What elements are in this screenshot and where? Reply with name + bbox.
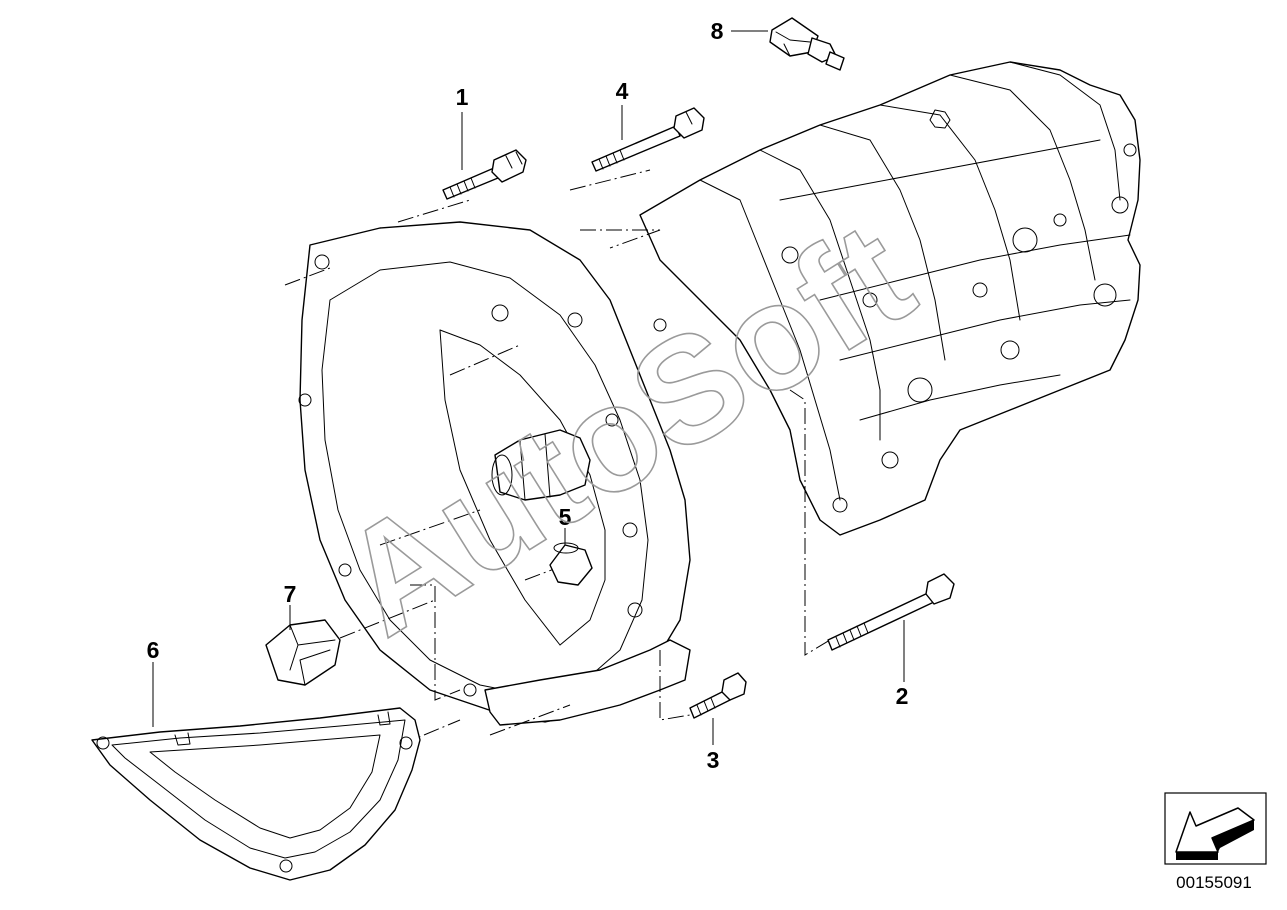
part-label-5: 5 xyxy=(559,504,572,530)
cover-plate-part-6 xyxy=(91,707,421,881)
part-label-3: 3 xyxy=(707,747,720,773)
part-label-1: 1 xyxy=(456,84,469,110)
part-label-6: 6 xyxy=(147,637,160,663)
bolt-part-1 xyxy=(442,149,527,200)
catalog-number: 00155091 xyxy=(1176,873,1252,892)
leader-lines xyxy=(152,30,905,745)
nav-box[interactable] xyxy=(1164,792,1267,865)
bolt-part-3 xyxy=(689,672,747,719)
bolt-part-4 xyxy=(591,107,705,172)
part-label-4: 4 xyxy=(616,78,629,104)
assembly-lines xyxy=(284,169,831,746)
transmission-housing xyxy=(298,61,1141,726)
sensor-part-8 xyxy=(769,17,845,71)
part-label-7: 7 xyxy=(284,581,297,607)
part-label-2: 2 xyxy=(896,683,909,709)
arrow-down-left-icon xyxy=(1175,807,1255,860)
damper-part-7 xyxy=(265,619,341,686)
bolt-part-2 xyxy=(827,573,955,651)
part-label-8: 8 xyxy=(711,18,724,44)
